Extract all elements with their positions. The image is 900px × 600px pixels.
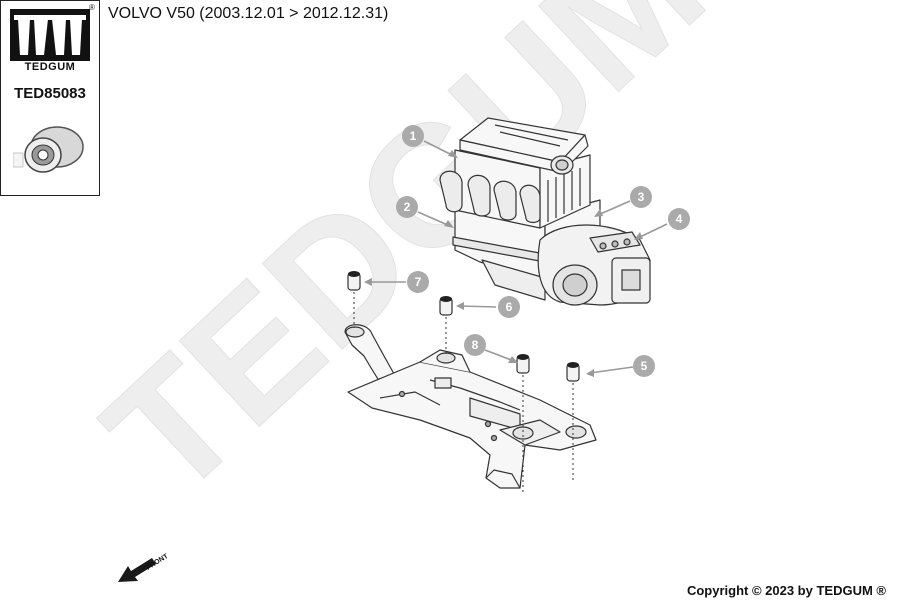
- registered-mark: ®: [89, 3, 95, 12]
- callout-4: 4: [668, 208, 690, 230]
- callout-8: 8: [464, 334, 486, 356]
- bushing-7: [347, 271, 361, 291]
- callout-3: 3: [630, 186, 652, 208]
- bushing-thumbnail-icon: [13, 126, 84, 173]
- callout-arrowheads: [364, 150, 643, 377]
- brand-name: TEDGUM: [24, 61, 76, 73]
- part-number: TED85083: [14, 85, 86, 102]
- bushing-6: [439, 296, 453, 316]
- bushing-5: [566, 362, 580, 382]
- callout-7: 7: [407, 271, 429, 293]
- callout-2: 2: [396, 196, 418, 218]
- callout-7-label: 7: [415, 275, 422, 289]
- engine-illustration: [439, 117, 651, 306]
- callout-6: 6: [498, 296, 520, 318]
- callout-5-label: 5: [641, 359, 648, 373]
- tedgum-logo-icon: [10, 9, 90, 61]
- copyright-notice: Copyright © 2023 by TEDGUM ®: [686, 583, 886, 598]
- vehicle-title: VOLVO V50 (2003.12.01 > 2012.12.31): [108, 5, 389, 22]
- mounting-guide-lines: [353, 292, 574, 495]
- callout-5: 5: [633, 355, 655, 377]
- callout-1: 1: [402, 125, 424, 147]
- callout-3-label: 3: [638, 190, 645, 204]
- brand-panel: ® TEDGUM TED85083: [0, 0, 100, 196]
- subframe-illustration: [344, 324, 597, 489]
- callout-1-label: 1: [410, 129, 417, 143]
- front-arrow-icon: [118, 558, 156, 582]
- callout-4-label: 4: [676, 212, 683, 226]
- callout-leaders: [368, 140, 668, 374]
- callout-2-label: 2: [404, 200, 411, 214]
- front-direction: FRONT: [118, 553, 170, 582]
- callout-6-label: 6: [506, 300, 513, 314]
- callout-8-label: 8: [472, 338, 479, 352]
- bushing-8: [516, 354, 530, 374]
